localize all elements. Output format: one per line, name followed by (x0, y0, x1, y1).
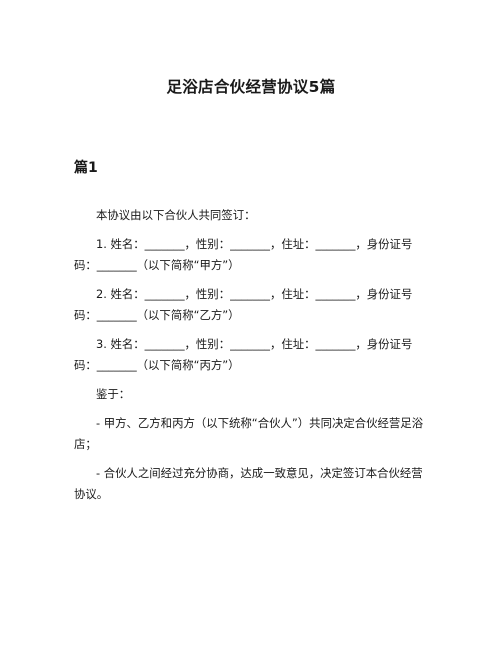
party-b-paragraph: 2. 姓名：_______，性别：_______，住址：_______，身份证号… (74, 287, 413, 322)
party-a-paragraph: 1. 姓名：_______，性别：_______，住址：_______，身份证号… (74, 237, 413, 272)
document-title: 足浴店合伙经营协议5篇 (166, 78, 336, 96)
whereas-paragraph: 鉴于： (96, 387, 131, 401)
document-body: 本协议由以下合伙人共同签订： 1. 姓名：_______，性别：_______，… (74, 205, 430, 513)
intro-paragraph: 本协议由以下合伙人共同签订： (96, 208, 256, 222)
party-c-paragraph: 3. 姓名：_______，性别：_______，住址：_______，身份证号… (74, 337, 413, 372)
whereas-item-2: - 合伙人之间经过充分协商，达成一致意见，决定签订本合伙经营协议。 (74, 466, 423, 501)
whereas-item-1: - 甲方、乙方和丙方（以下统称“合伙人”）共同决定合伙经营足浴店； (74, 416, 424, 451)
section-heading: 篇1 (74, 160, 98, 176)
